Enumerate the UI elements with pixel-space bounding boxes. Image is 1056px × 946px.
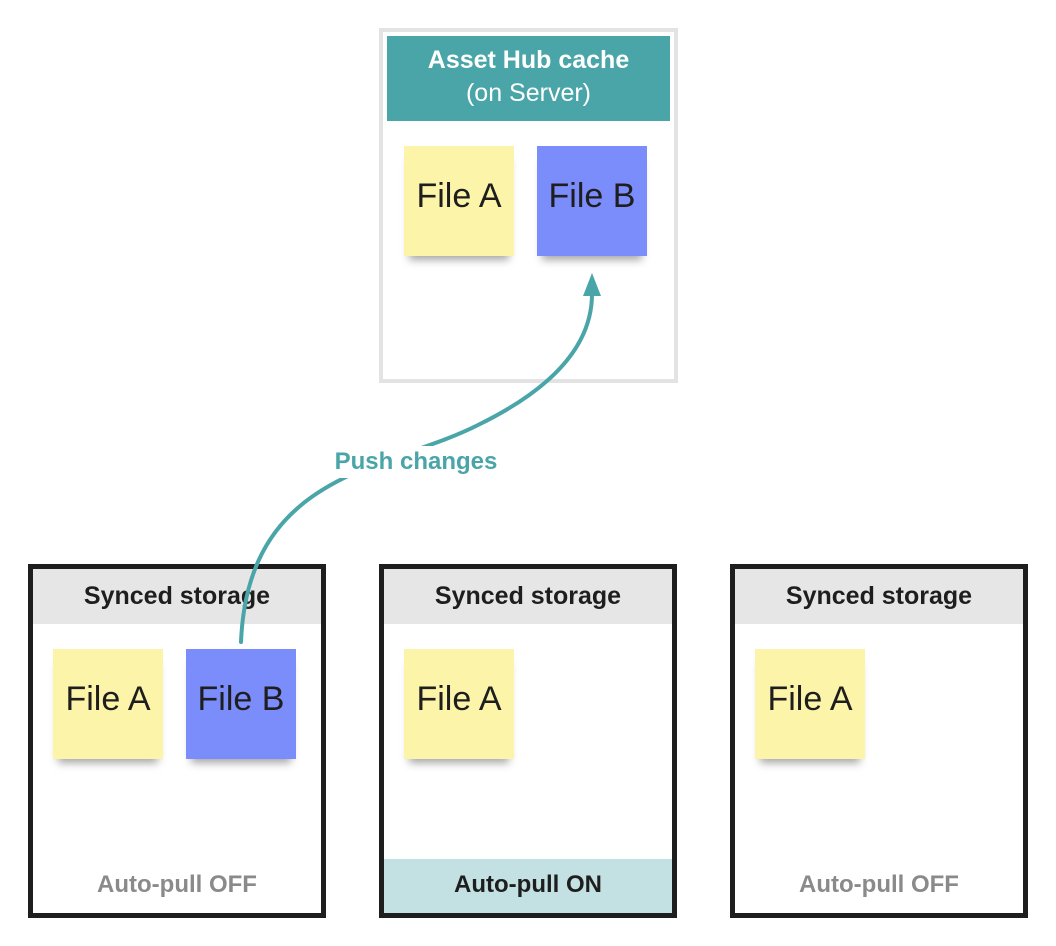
storage1-file-b-note: File B [186, 649, 296, 759]
asset-hub-cache-header: Asset Hub cache (on Server) [387, 36, 670, 121]
asset-hub-cache-subtitle: (on Server) [465, 79, 592, 107]
server-file-a-note: File A [404, 146, 514, 256]
asset-hub-cache-title: Asset Hub cache [427, 46, 630, 74]
push-changes-label: Push changes [316, 446, 516, 478]
autopull-status-on: Auto-pull ON [384, 859, 672, 913]
storage2-file-a-note: File A [404, 649, 514, 759]
storage3-file-a-note: File A [755, 649, 865, 759]
autopull-status: Auto-pull OFF [97, 871, 257, 898]
storage1-file-a-note: File A [53, 649, 163, 759]
autopull-status: Auto-pull OFF [799, 871, 959, 898]
synced-storage-title: Synced storage [33, 569, 321, 624]
synced-storage-title: Synced storage [384, 569, 672, 624]
server-file-b-note: File B [537, 146, 647, 256]
synced-storage-title: Synced storage [735, 569, 1023, 624]
